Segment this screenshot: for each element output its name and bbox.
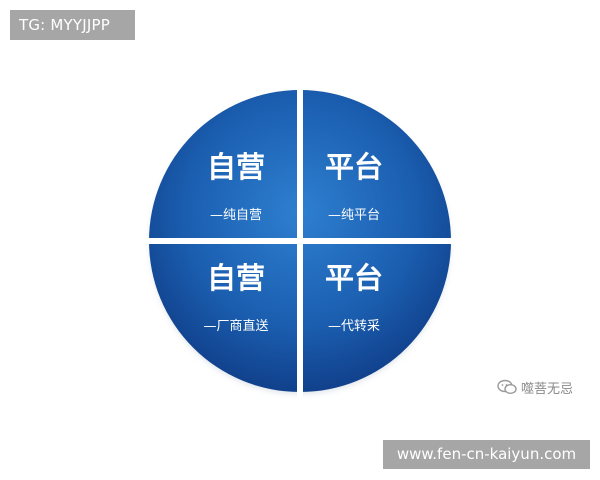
quadrant-title: 平台 <box>325 150 383 184</box>
quadrant-title: 自营 <box>207 150 265 184</box>
quadrant-bottom-right: 平台 —代转采 <box>325 261 383 334</box>
quadrant-title: 平台 <box>325 261 383 295</box>
watermark-text: 噬菩无忌 <box>521 381 574 397</box>
quadrant-top-right: 平台 —纯平台 <box>325 150 383 223</box>
quadrant-subtitle: —纯自营 <box>210 208 262 223</box>
quadrant-subtitle: —代转采 <box>328 319 380 334</box>
top-tag-badge: TG: MYYJJPP <box>10 10 135 40</box>
bottom-url-badge: www.fen-cn-kaiyun.com <box>383 440 590 469</box>
quadrant-top-left: 自营 —纯自营 <box>207 150 265 223</box>
watermark: 噬菩无忌 <box>497 377 573 397</box>
quadrant-subtitle: —厂商直送 <box>203 319 268 334</box>
quadrant-bottom-left: 自营 —厂商直送 <box>203 261 268 334</box>
wechat-icon <box>497 379 517 395</box>
quadrant-title: 自营 <box>207 261 265 295</box>
quadrant-subtitle: —纯平台 <box>328 208 380 223</box>
